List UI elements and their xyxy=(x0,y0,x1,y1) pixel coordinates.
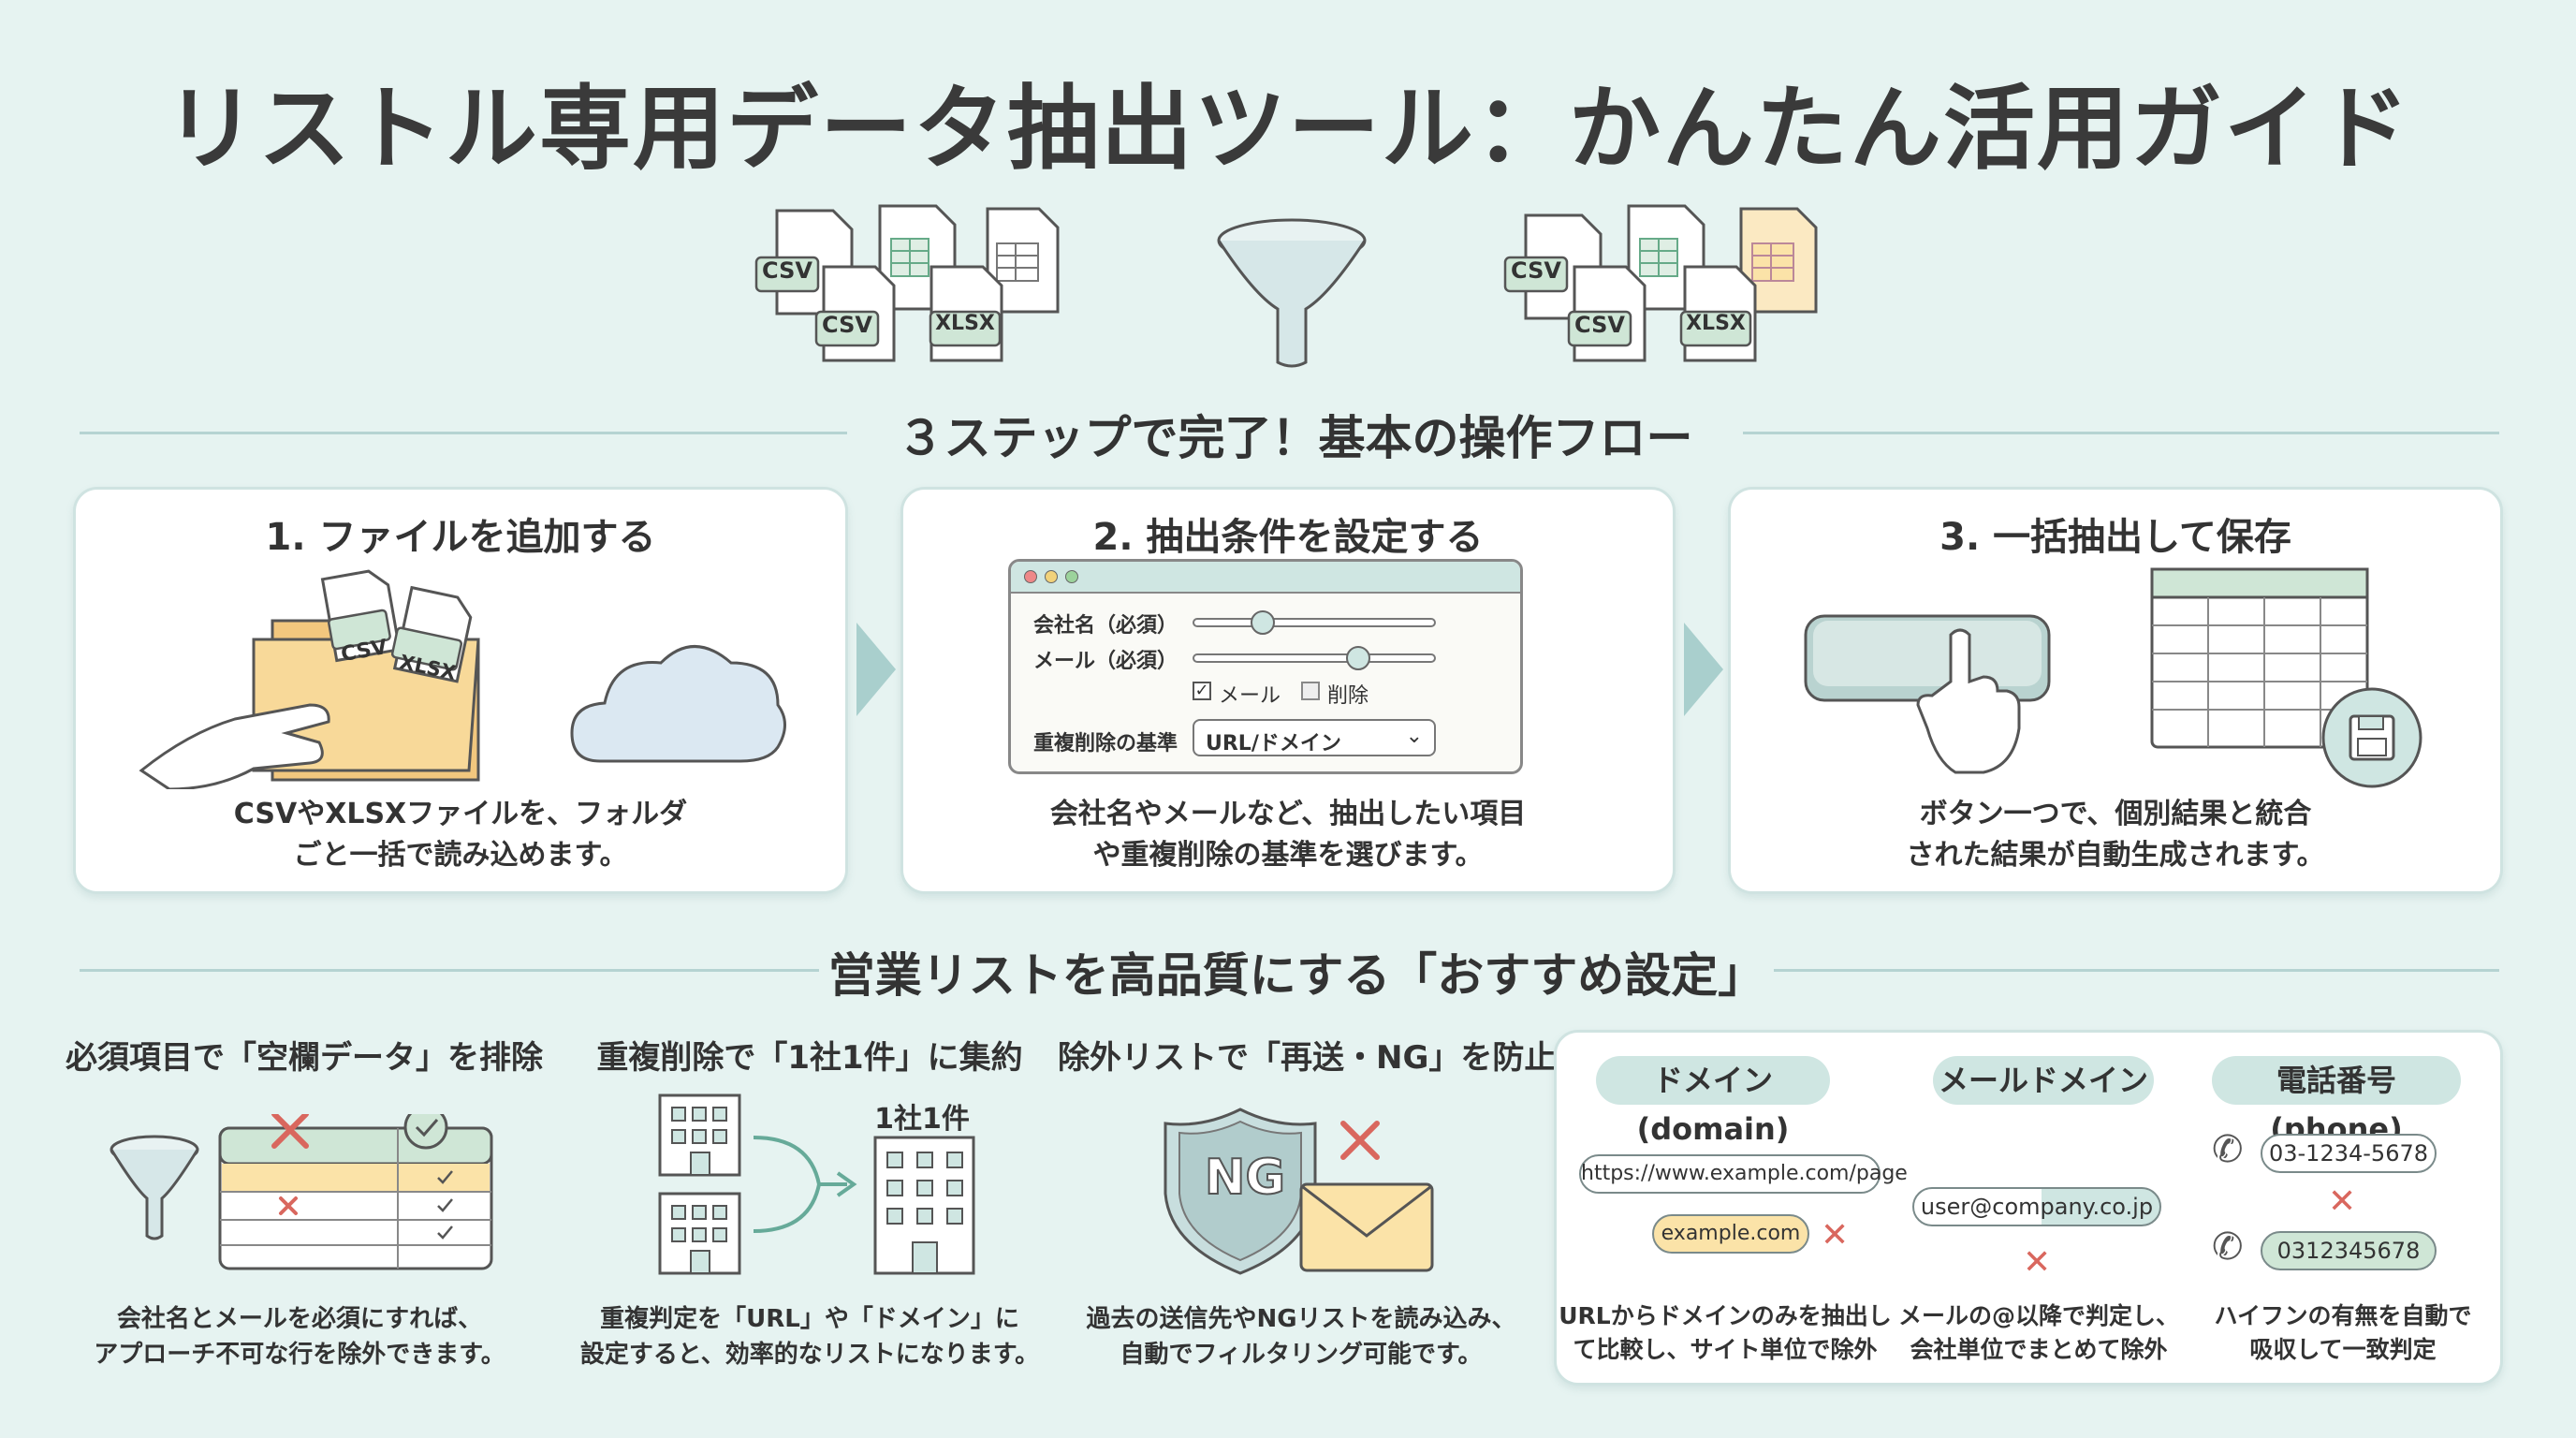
quality-item-title: 除外リストで「再送・NG」を防止 xyxy=(1058,1039,1557,1077)
checkbox-delete-label: 削除 xyxy=(1327,684,1369,708)
steps-heading: ３ステップで完了！基本の操作フロー xyxy=(897,411,1693,465)
method-desc: メールの@以降で判定し、会社単位でまとめて除外 xyxy=(1897,1302,2179,1363)
extract-button-icon xyxy=(1804,614,2051,702)
settings-window: 会社名（必須） メール（必須） ✓ メール 削除 重複削除の基準 URL/ドメイ… xyxy=(1008,559,1523,774)
file-label: CSV xyxy=(1511,257,1561,284)
building-icon xyxy=(658,1192,741,1275)
building-icon xyxy=(873,1136,975,1275)
checkbox-delete[interactable] xyxy=(1301,682,1320,700)
method-pill-email-domain: メールドメイン xyxy=(1933,1056,2154,1105)
cross-icon: ✕ xyxy=(2328,1182,2357,1221)
quality-item-title: 必須項目で「空欄データ」を排除 xyxy=(66,1039,543,1077)
page-title: リストル専用データ抽出ツール：かんたん活用ガイド xyxy=(164,76,2411,183)
one-per-company-badge: 1社1件 xyxy=(874,1103,970,1136)
divider xyxy=(1743,432,2499,434)
quality-item-desc: 過去の送信先やNGリストを読み込み、自動でフィルタリング可能です。 xyxy=(1086,1305,1516,1369)
ng-label: NG xyxy=(1204,1149,1286,1207)
right-file-cluster xyxy=(1503,204,1818,362)
required-fields-illustration xyxy=(110,1114,493,1270)
pointer-hand-icon xyxy=(1916,628,2021,774)
flow-arrow xyxy=(1684,623,1723,716)
phone-chip-hyphen: 03-1234-5678 xyxy=(2261,1134,2437,1173)
checkbox-mail-label: メール xyxy=(1219,684,1281,708)
window-titlebar xyxy=(1011,562,1520,594)
funnel-icon xyxy=(110,1135,199,1240)
company-label: 会社名（必須） xyxy=(1033,614,1178,638)
method-pill-phone: 電話番号 (phone) xyxy=(2212,1056,2461,1147)
step-title: 2. 抽出条件を設定する xyxy=(1092,516,1484,559)
method-desc: ハイフンの有無を自動で吸収して一致判定 xyxy=(2214,1302,2472,1363)
phone-chip-plain: 0312345678 xyxy=(2261,1231,2437,1270)
step-desc: 会社名やメールなど、抽出したい項目や重複削除の基準を選びます。 xyxy=(1049,798,1527,872)
method-desc: URLからドメインのみを抽出して比較し、サイト単位で除外 xyxy=(1559,1302,1892,1363)
step-desc: CSVやXLSXファイルを、フォルダごと一括で読み込めます。 xyxy=(233,798,688,872)
dedupe-select[interactable]: URL/ドメイン ⌄ xyxy=(1193,719,1436,756)
dedupe-illustration xyxy=(658,1093,975,1275)
step-title: 3. 一括抽出して保存 xyxy=(1939,516,2291,559)
left-file-cluster xyxy=(754,204,1060,362)
file-label: CSV xyxy=(1574,312,1625,338)
step-card-2: 2. 抽出条件を設定する 会社名（必須） メール（必須） ✓ メール 削除 重複… xyxy=(900,487,1676,894)
building-icon xyxy=(658,1093,741,1177)
file-label: CSV xyxy=(822,312,872,338)
quality-heading: 営業リストを高品質にする「おすすめ設定」 xyxy=(827,948,1765,1003)
phone-icon: ✆ xyxy=(2212,1128,2244,1171)
shield-icon xyxy=(1164,1108,1317,1275)
company-slider[interactable] xyxy=(1193,618,1436,627)
header-illustration xyxy=(754,204,1818,368)
email-label: メール（必須） xyxy=(1033,650,1178,673)
flow-arrow xyxy=(856,623,896,716)
divider xyxy=(80,969,819,972)
merge-arrow-icon xyxy=(753,1136,857,1233)
file-label: CSV xyxy=(762,257,812,284)
domain-chip: example.com xyxy=(1652,1214,1809,1254)
file-label: XLSX xyxy=(1686,312,1746,335)
cross-icon xyxy=(279,1196,298,1215)
spreadsheet-icon xyxy=(1739,207,1818,314)
divider xyxy=(1774,969,2499,972)
dedupe-methods-panel: ドメイン (domain) https://www.example.com/pa… xyxy=(1554,1030,2503,1386)
step-desc: ボタン一つで、個別結果と統合された結果が自動生成されます。 xyxy=(1906,798,2325,872)
quality-item-desc: 会社名とメールを必須にすれば、アプローチ不可な行を除外できます。 xyxy=(94,1305,505,1369)
divider xyxy=(80,432,847,434)
file-label: XLSX xyxy=(935,312,995,335)
close-dot-icon[interactable] xyxy=(1024,570,1037,583)
cloud-icon xyxy=(570,645,786,763)
hand-icon xyxy=(139,703,330,789)
email-slider[interactable] xyxy=(1193,653,1436,663)
url-chip: https://www.example.com/page xyxy=(1579,1154,1908,1194)
quality-item-desc: 重複判定を「URL」や「ドメイン」に設定すると、効率的なリストになります。 xyxy=(579,1305,1040,1369)
cross-icon: ✕ xyxy=(1821,1216,1850,1255)
dedupe-label: 重複削除の基準 xyxy=(1033,732,1178,756)
cross-icon xyxy=(271,1114,309,1149)
slider-handle[interactable] xyxy=(1251,610,1275,635)
funnel-icon xyxy=(1217,218,1367,368)
chevron-down-icon: ⌄ xyxy=(1405,725,1423,748)
exclusion-illustration xyxy=(1164,1108,1434,1275)
save-disk-icon xyxy=(2321,687,2422,788)
spreadsheet-icon xyxy=(986,207,1060,314)
minimize-dot-icon[interactable] xyxy=(1045,570,1058,583)
add-files-illustration xyxy=(139,569,786,789)
data-table-icon xyxy=(218,1114,493,1270)
extract-save-illustration xyxy=(1804,567,2422,788)
step-title: 1. ファイルを追加する xyxy=(265,516,656,559)
maximize-dot-icon[interactable] xyxy=(1065,570,1078,583)
step-card-1: 1. ファイルを追加する CSV XLSX CSVやXLSXファイルを、フォルダ… xyxy=(73,487,848,894)
step-card-3: 3. 一括抽出して保存 ボタン一つで、個別結果と統合された結果が自動生成されます xyxy=(1728,487,2503,894)
quality-item-title: 重複削除で「1社1件」に集約 xyxy=(596,1039,1023,1077)
checkbox-mail[interactable]: ✓ xyxy=(1193,682,1211,700)
dedupe-select-value: URL/ドメイン xyxy=(1206,732,1341,756)
email-chip: user@company.co.jp xyxy=(1912,1187,2161,1226)
cross-icon: ✕ xyxy=(2023,1243,2052,1282)
method-pill-domain: ドメイン (domain) xyxy=(1596,1056,1830,1147)
spreadsheet-icon xyxy=(2150,567,2369,749)
slider-handle[interactable] xyxy=(1346,646,1370,670)
phone-icon: ✆ xyxy=(2212,1225,2244,1269)
envelope-icon xyxy=(1299,1182,1434,1272)
cross-icon xyxy=(1340,1121,1380,1160)
